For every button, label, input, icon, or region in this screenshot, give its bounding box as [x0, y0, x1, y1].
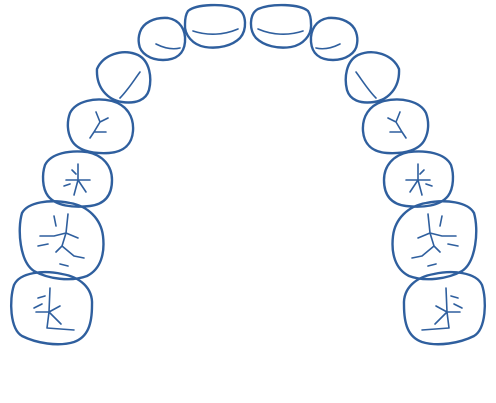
tooth-right-central-incisor — [183, 3, 247, 49]
tooth-right-first-molar — [18, 200, 105, 281]
ridge-line — [355, 71, 377, 99]
left-side-teeth — [249, 3, 487, 346]
incisal-edge — [192, 28, 239, 35]
tooth-left-second-premolar — [382, 150, 455, 208]
incisal-edge — [155, 43, 181, 50]
tooth-right-first-premolar — [66, 98, 135, 155]
fissure-lines — [37, 213, 85, 267]
tooth-outline — [66, 98, 135, 155]
fissure-lines — [405, 163, 433, 196]
fissure-lines — [411, 213, 459, 267]
tooth-right-canine — [95, 51, 152, 104]
tooth-left-central-incisor — [249, 3, 313, 49]
tooth-right-second-molar — [9, 271, 94, 346]
tooth-outline — [18, 200, 105, 281]
tooth-outline — [361, 98, 430, 155]
fissure-lines — [89, 111, 109, 139]
tooth-left-first-molar — [391, 200, 478, 281]
tooth-right-lateral-incisor — [137, 16, 187, 62]
tooth-outline — [249, 3, 313, 49]
fissure-lines — [387, 111, 407, 139]
fissure-lines — [33, 287, 75, 331]
incisal-edge — [315, 43, 341, 50]
ridge-line — [119, 71, 141, 99]
fissure-lines — [63, 163, 91, 196]
tooth-outline — [382, 150, 455, 208]
tooth-outline — [391, 200, 478, 281]
tooth-outline — [309, 16, 359, 62]
tooth-outline — [183, 3, 247, 49]
tooth-outline — [41, 150, 114, 208]
tooth-outline — [402, 271, 487, 346]
tooth-right-second-premolar — [41, 150, 114, 208]
tooth-left-canine — [344, 51, 401, 104]
tooth-outline — [137, 16, 187, 62]
fissure-lines — [421, 287, 463, 331]
tooth-left-lateral-incisor — [309, 16, 359, 62]
tooth-outline — [344, 51, 401, 104]
tooth-outline — [9, 271, 94, 346]
incisal-edge — [257, 28, 304, 35]
tooth-left-second-molar — [402, 271, 487, 346]
tooth-left-first-premolar — [361, 98, 430, 155]
tooth-outline — [95, 51, 152, 104]
